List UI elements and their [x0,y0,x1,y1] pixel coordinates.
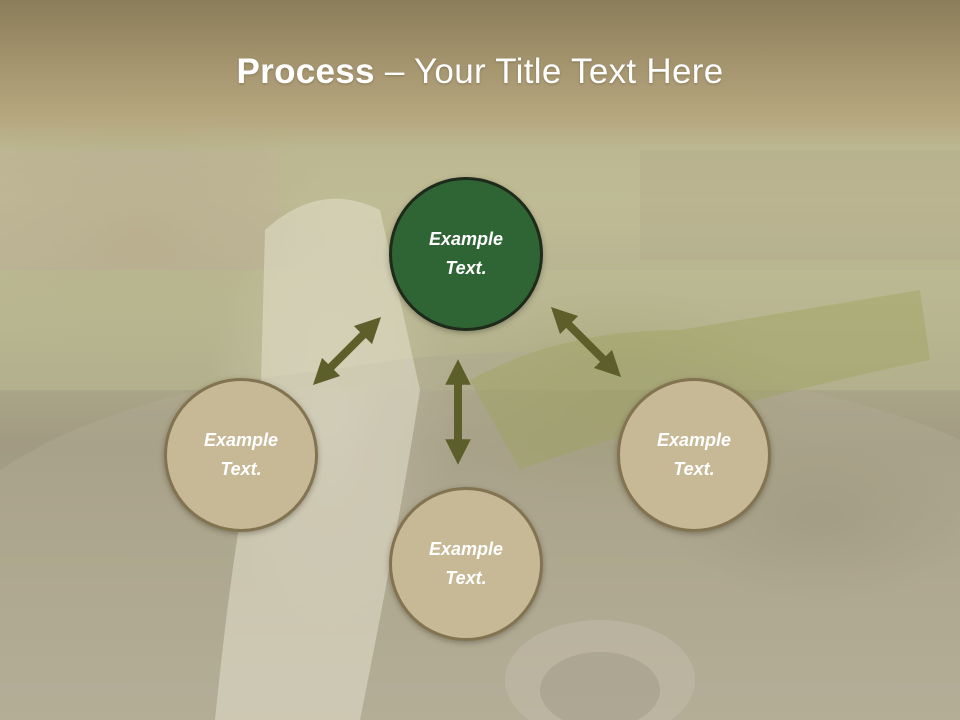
node-bottom[interactable]: Example Text. [389,487,543,641]
title-rest: – Your Title Text Here [374,52,724,91]
node-center[interactable]: Example Text. [389,177,543,331]
node-right[interactable]: Example Text. [617,378,771,532]
slide-title[interactable]: Process – Your Title Text Here [0,52,960,92]
node-left-text: Example Text. [203,430,279,479]
title-band [0,0,960,150]
node-right-text: Example Text. [656,430,732,479]
title-bold: Process [236,52,375,91]
node-center-text: Example Text. [428,229,504,278]
node-bottom-text: Example Text. [428,539,504,588]
node-left[interactable]: Example Text. [164,378,318,532]
